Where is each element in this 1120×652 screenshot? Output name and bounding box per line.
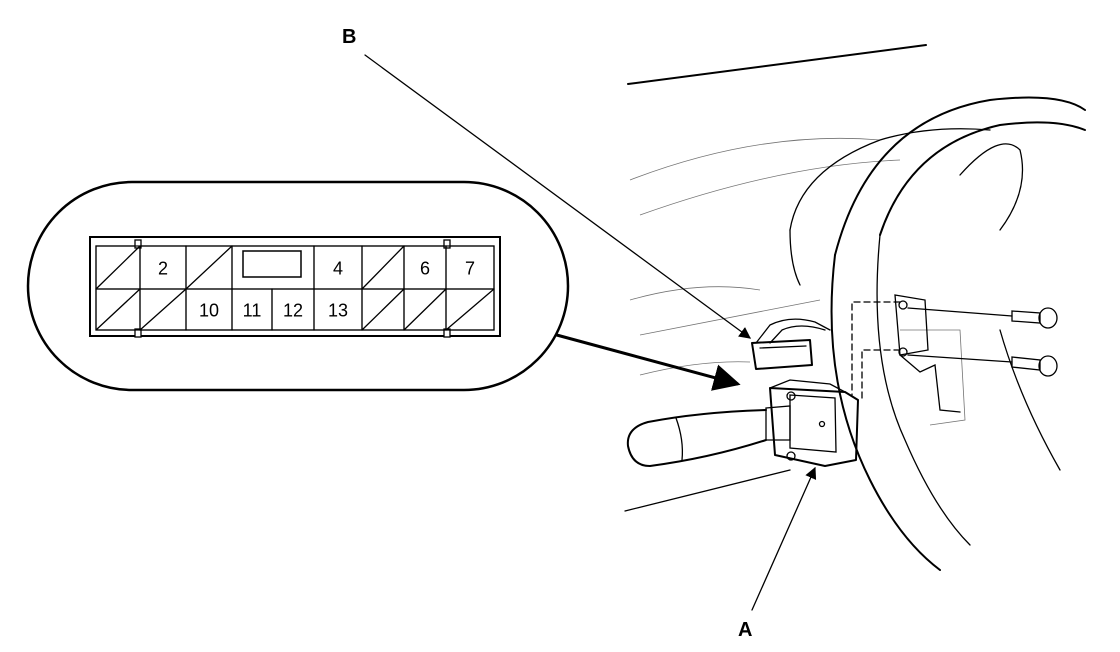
connector-pin-grid: 2 4 6 7 10 11 12 13 xyxy=(95,245,495,331)
callout-label-b: B xyxy=(342,26,356,48)
combination-switch-a xyxy=(765,379,859,467)
harness-connector-b xyxy=(751,318,831,370)
connector-pin-number: 12 xyxy=(283,301,303,321)
mounting-bracket xyxy=(894,294,961,413)
connector-pin-number: 6 xyxy=(420,259,430,279)
dash-top-edge xyxy=(627,44,927,85)
guide-line-lower xyxy=(861,349,901,401)
leader-line-a xyxy=(751,466,817,611)
switch-lever xyxy=(626,409,767,467)
connector-pin-number: 10 xyxy=(199,301,219,321)
empty-cavity-slash xyxy=(403,288,447,331)
dash-lower-edge xyxy=(624,469,791,512)
empty-cavity-slash xyxy=(139,288,187,331)
empty-cavity-slash xyxy=(185,245,233,290)
connector-pin-number: 4 xyxy=(333,259,343,279)
leader-line-b xyxy=(364,54,751,339)
callout-label-a: A xyxy=(738,619,752,641)
connector-pin-number: 7 xyxy=(465,259,475,279)
guide-line-upper xyxy=(851,301,901,396)
empty-cavity-slash xyxy=(445,288,495,331)
connector-pin-cell xyxy=(445,288,495,331)
detail-pointer-arrow xyxy=(552,332,741,391)
empty-cavity-slash xyxy=(95,245,141,290)
empty-cavity-slash xyxy=(361,245,405,290)
connector-key-notch xyxy=(242,250,302,278)
screw-lower xyxy=(907,354,1058,377)
connector-pin-number: 13 xyxy=(328,301,348,321)
connector-detail-bubble: 2 4 6 7 10 11 12 13 xyxy=(26,180,570,392)
connector-pin-number: 2 xyxy=(158,259,168,279)
dashboard-lineart xyxy=(624,44,1086,571)
steering-wheel-outer xyxy=(834,96,1086,256)
screw-upper xyxy=(907,307,1058,329)
empty-cavity-slash xyxy=(361,288,405,331)
empty-cavity-slash xyxy=(95,288,141,331)
steering-wheel-inner xyxy=(879,121,1086,236)
connector-pin-number: 11 xyxy=(243,301,262,321)
